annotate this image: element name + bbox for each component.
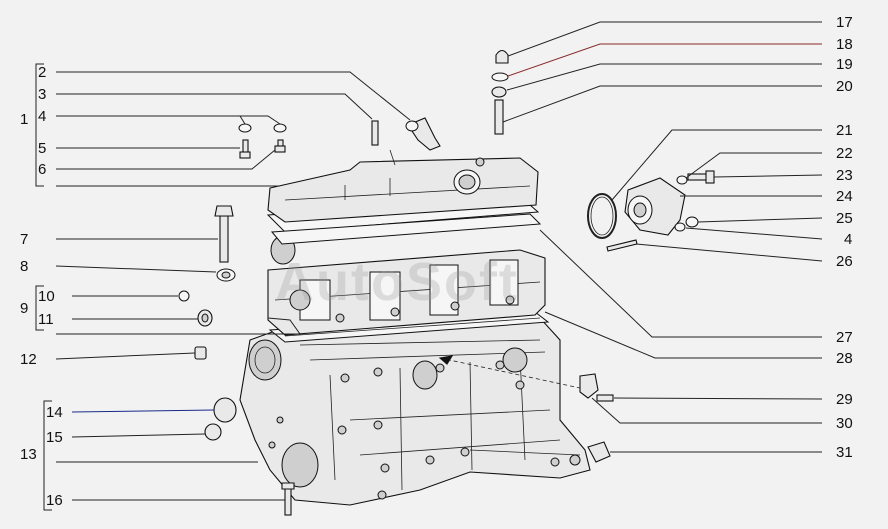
washer-8 xyxy=(216,268,236,282)
callout-7: 7 xyxy=(20,231,28,248)
callout-12: 12 xyxy=(20,351,37,368)
stud-20 xyxy=(494,99,504,135)
head-bolt-7 xyxy=(214,205,234,263)
stud-3 xyxy=(371,120,379,146)
callout-8: 8 xyxy=(20,258,28,275)
callout-numbers-left: 2 3 4 1 5 6 7 8 10 9 11 12 14 15 13 16 xyxy=(20,64,63,509)
callout-17: 17 xyxy=(836,14,853,31)
callout-14: 14 xyxy=(46,404,63,421)
dowel-12 xyxy=(194,346,207,360)
callout-24: 24 xyxy=(836,188,853,205)
cylinder-head-cover xyxy=(267,149,539,223)
group-bracket-1 xyxy=(35,63,44,187)
callout-26: 26 xyxy=(836,253,853,270)
callout-29: 29 xyxy=(836,391,853,408)
seal-10 xyxy=(178,290,190,302)
group-bracket-13 xyxy=(43,400,52,511)
callout-16: 16 xyxy=(46,492,63,509)
callout-27: 27 xyxy=(836,329,853,346)
stud-26 xyxy=(606,239,638,252)
callout-13: 13 xyxy=(20,446,37,463)
callout-3: 3 xyxy=(38,86,46,103)
callout-2: 2 xyxy=(38,64,46,81)
callout-5: 5 xyxy=(38,140,46,157)
sensor-29-30 xyxy=(579,373,614,402)
o-ring-21 xyxy=(587,193,617,239)
callout-31: 31 xyxy=(836,444,853,461)
group-bracket-9 xyxy=(35,285,44,331)
seal-11 xyxy=(197,309,213,327)
callout-6: 6 xyxy=(38,161,46,178)
plug-31 xyxy=(587,441,611,463)
cylinder-block xyxy=(239,317,591,506)
washer-18 xyxy=(491,72,509,82)
watermark-text: AutoSoft xyxy=(275,252,519,312)
callout-20: 20 xyxy=(836,78,853,95)
washer-4-right xyxy=(674,222,686,232)
breather-elbow xyxy=(405,117,441,151)
plug-14 xyxy=(213,397,237,423)
bolt-16 xyxy=(281,482,295,516)
cylinder-head xyxy=(267,235,546,336)
thermostat-housing-24 xyxy=(624,177,686,236)
callout-19: 19 xyxy=(836,56,853,73)
plug-15 xyxy=(204,423,222,441)
bolt-22-23 xyxy=(676,170,715,185)
cap-17 xyxy=(495,49,509,64)
washer-25 xyxy=(685,216,699,228)
leader-lines-right xyxy=(502,21,823,453)
callout-15: 15 xyxy=(46,429,63,446)
nut-19 xyxy=(491,86,507,98)
bolts-5-6 xyxy=(239,139,286,159)
callout-9: 9 xyxy=(20,300,28,317)
callout-28: 28 xyxy=(836,350,853,367)
callout-4-right: 4 xyxy=(844,231,852,248)
callout-4: 4 xyxy=(38,108,46,125)
callout-1: 1 xyxy=(20,111,28,128)
callout-22: 22 xyxy=(836,145,853,162)
callout-30: 30 xyxy=(836,415,853,432)
leader-lines-left xyxy=(55,71,411,501)
callout-11: 11 xyxy=(38,311,54,328)
callout-18: 18 xyxy=(836,36,853,53)
washers-4 xyxy=(238,123,287,133)
callout-23: 23 xyxy=(836,167,853,184)
callout-numbers-right: 17 18 19 20 21 22 23 24 25 4 26 27 28 29… xyxy=(836,14,853,461)
callout-10: 10 xyxy=(38,288,55,305)
callout-25: 25 xyxy=(836,210,853,227)
callout-21: 21 xyxy=(836,122,853,139)
